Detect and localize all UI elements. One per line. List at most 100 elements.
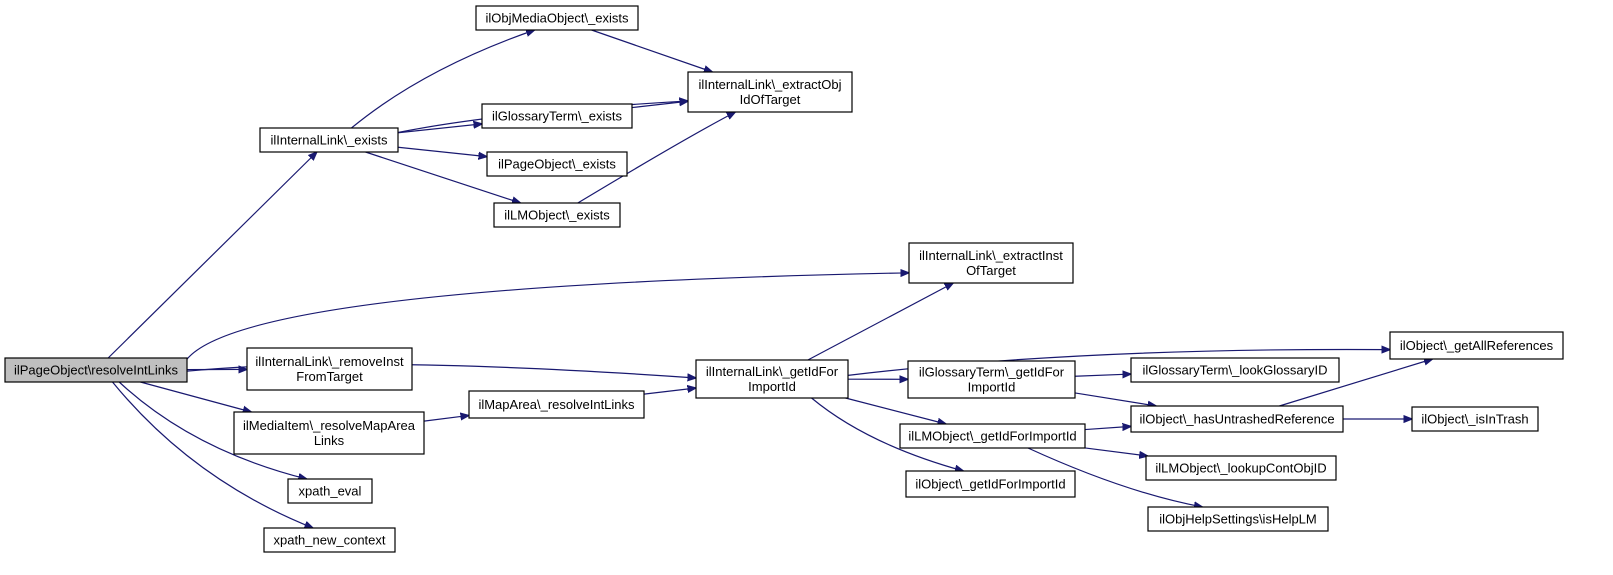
node-box <box>246 347 413 391</box>
node-label-line: IdOfTarget <box>740 92 801 107</box>
node-box <box>1147 506 1329 532</box>
node-label-line: ilInternalLink\_removeInst <box>255 354 404 369</box>
node-label-line: ilObjMediaObject\_exists <box>485 11 629 26</box>
edge-il-getId-to-il-extractInst <box>807 283 953 361</box>
node-box <box>907 360 1076 399</box>
edge-lm-getId-to-lm-lookupCont <box>1084 447 1148 456</box>
node-lm-getId[interactable]: ilLMObject\_getIdForImportId <box>899 423 1086 449</box>
node-box <box>493 202 621 228</box>
edge-il-exists-to-po-exists <box>397 146 487 156</box>
node-root[interactable]: ilPageObject\resolveIntLinks <box>4 357 188 383</box>
edge-gt-getId-to-gt-lookup <box>1074 374 1131 376</box>
node-box <box>1389 331 1564 360</box>
node-label-line: ilPageObject\resolveIntLinks <box>14 363 179 378</box>
edge-root-to-xpath-eval <box>118 381 307 479</box>
node-ohs-isHelpLM[interactable]: ilObjHelpSettings\isHelpLM <box>1147 506 1329 532</box>
node-ma-resolve[interactable]: ilMapArea\_resolveIntLinks <box>468 390 645 419</box>
node-label-line: ilInternalLink\_getIdFor <box>706 364 839 379</box>
node-box <box>695 359 849 399</box>
node-label-line: ilGlossaryTerm\_lookGlossaryID <box>1143 363 1328 378</box>
node-box <box>468 390 645 419</box>
edge-il-getId-to-obj-getId <box>811 397 964 471</box>
node-obj-hasUntrashed[interactable]: ilObject\_hasUntrashedReference <box>1130 405 1344 433</box>
node-gt-exists[interactable]: ilGlossaryTerm\_exists <box>481 103 633 129</box>
node-obj-getAllRefs[interactable]: ilObject\_getAllReferences <box>1389 331 1564 360</box>
edge-il-getId-to-lm-getId <box>845 397 947 424</box>
edge-il-exists-to-gt-exists <box>397 124 482 134</box>
nodes-layer: ilPageObject\resolveIntLinks ilInternalLi… <box>4 5 1564 553</box>
node-box <box>1130 357 1340 383</box>
node-label-line: ilInternalLink\_exists <box>270 133 388 148</box>
node-obj-getId[interactable]: ilObject\_getIdForImportId <box>905 470 1076 498</box>
node-box <box>486 151 628 177</box>
node-objmedia-exists[interactable]: ilObjMediaObject\_exists <box>475 5 639 31</box>
node-label-line: ilObject\_getAllReferences <box>1400 338 1554 353</box>
node-label-line: ilGlossaryTerm\_getIdFor <box>919 365 1065 380</box>
node-label-line: xpath_new_context <box>273 533 385 548</box>
node-box <box>475 5 639 31</box>
node-box <box>899 423 1086 449</box>
edge-lm-getId-to-obj-hasUntrashed <box>1084 426 1131 429</box>
node-label-line: OfTarget <box>966 263 1016 278</box>
node-obj-isInTrash[interactable]: ilObject\_isInTrash <box>1411 406 1539 432</box>
edge-lm-exists-to-il-extractObj <box>577 112 736 204</box>
edge-il-exists-to-objmedia-exists <box>351 30 534 129</box>
edge-ma-resolve-to-il-getId <box>643 388 696 395</box>
node-label-line: ilObjHelpSettings\isHelpLM <box>1159 512 1317 527</box>
node-label-line: ImportId <box>968 380 1016 395</box>
node-label-line: ilLMObject\_getIdForImportId <box>908 429 1076 444</box>
node-label-line: ilInternalLink\_extractInst <box>919 248 1063 263</box>
edge-mi-resolveMap-to-ma-resolve <box>423 415 469 422</box>
node-label-line: ilMediaItem\_resolveMapArea <box>243 418 416 433</box>
node-box <box>905 470 1076 498</box>
node-box <box>1411 406 1539 432</box>
node-label-line: ilObject\_getIdForImportId <box>915 477 1065 492</box>
node-label-line: ImportId <box>748 379 796 394</box>
edge-root-to-il-extractInst <box>186 273 909 360</box>
edge-il-exists-to-lm-exists <box>365 151 520 203</box>
node-label-line: ilObject\_isInTrash <box>1421 412 1528 427</box>
node-box <box>1145 455 1337 481</box>
node-label-line: ilLMObject\_exists <box>504 208 610 223</box>
node-label-line: FromTarget <box>296 369 363 384</box>
node-gt-lookup[interactable]: ilGlossaryTerm\_lookGlossaryID <box>1130 357 1340 383</box>
edge-gt-getId-to-obj-hasUntrashed <box>1074 392 1156 406</box>
node-il-getId[interactable]: ilInternalLink\_getIdForImportId <box>695 359 849 399</box>
node-gt-getId[interactable]: ilGlossaryTerm\_getIdForImportId <box>907 360 1076 399</box>
node-box <box>687 71 853 113</box>
node-label-line: Links <box>314 433 345 448</box>
node-lm-exists[interactable]: ilLMObject\_exists <box>493 202 621 228</box>
node-xpath-eval[interactable]: xpath_eval <box>287 478 373 504</box>
edge-root-to-mi-resolveMap <box>140 381 251 412</box>
node-xpath-new-context[interactable]: xpath_new_context <box>263 527 396 553</box>
node-lm-lookupCont[interactable]: ilLMObject\_lookupContObjID <box>1145 455 1337 481</box>
node-label-line: ilInternalLink\_extractObj <box>698 77 841 92</box>
node-il-exists[interactable]: ilInternalLink\_exists <box>259 127 399 153</box>
node-box <box>259 127 399 153</box>
edge-root-to-xpath-new-context <box>112 381 313 528</box>
edge-obj-hasUntrashed-to-obj-getAllRefs <box>1279 359 1432 407</box>
edge-gt-exists-to-il-extractObj <box>631 101 688 109</box>
edge-lm-getId-to-ohs-isHelpLM <box>1027 447 1203 507</box>
node-box <box>233 411 425 455</box>
edge-objmedia-exists-to-il-extractObj <box>591 29 713 72</box>
node-label-line: xpath_eval <box>299 484 362 499</box>
node-label-line: ilObject\_hasUntrashedReference <box>1139 412 1334 427</box>
node-label-line: ilMapArea\_resolveIntLinks <box>478 397 635 412</box>
node-label-line: ilPageObject\_exists <box>498 157 616 172</box>
node-label-line: ilGlossaryTerm\_exists <box>492 109 623 124</box>
node-box <box>287 478 373 504</box>
node-box <box>481 103 633 129</box>
node-box <box>4 357 188 383</box>
node-po-exists[interactable]: ilPageObject\_exists <box>486 151 628 177</box>
node-box <box>908 242 1074 284</box>
node-box <box>1130 405 1344 433</box>
edge-root-to-il-exists <box>107 152 317 359</box>
node-box <box>263 527 396 553</box>
node-label-line: ilLMObject\_lookupContObjID <box>1155 461 1326 476</box>
